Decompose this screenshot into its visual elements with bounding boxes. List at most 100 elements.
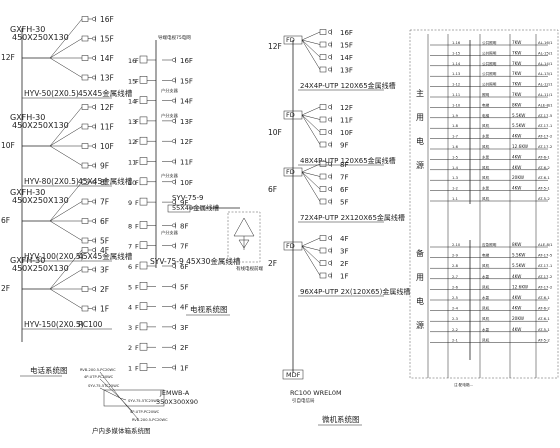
schedule-row-circuit: ALE-8/1 [538, 102, 553, 107]
telephone-outlet-box [81, 143, 89, 149]
tv-floor-box [139, 55, 148, 64]
schedule-row-kw: 7KW [512, 50, 521, 55]
outlet-circle [172, 179, 176, 184]
schedule-row-circuit: AT-17-2 [538, 144, 553, 149]
schedule-row-name: 应急照明 [482, 242, 497, 247]
data-drop [301, 114, 321, 133]
telephone-cable-label: HYV-100(2X0.5) [24, 252, 84, 261]
telephone-outlet-box [81, 237, 89, 244]
schedule-row-circuit: AT-17-2 [538, 284, 553, 289]
tv-outlet-icon [172, 97, 176, 104]
outlet-circle [328, 187, 332, 191]
schedule-row-name: 照明 [482, 92, 490, 97]
tv-floor-box [139, 136, 148, 145]
telephone-floor-label: 6F [1, 216, 10, 225]
tv-floor-letter: F [135, 179, 139, 187]
data-outlet-icon [328, 41, 332, 48]
outlet-circle [172, 58, 176, 62]
data-outlet-box [319, 173, 327, 180]
telephone-cable-label: HYV-50(2X0.5) [24, 89, 79, 98]
tv-floor-box [139, 363, 148, 371]
telephone-drop [49, 38, 83, 59]
telephone-box-code: GXFH-30 [10, 188, 45, 197]
outlet-circle [92, 306, 96, 311]
outlet-circle [328, 117, 332, 122]
household-cable-label: RVB-2X0.5-PC20WC [80, 368, 116, 372]
schedule-row-id: 2-9 [452, 254, 459, 258]
data-outlet-icon [328, 235, 332, 241]
tv-splitter-label: 户分支器 [161, 87, 179, 94]
tv-floor-number: 5 [128, 283, 132, 291]
tv-antenna-note: 有线电视前端 [236, 265, 263, 272]
schedule-row-kw: 4KW [512, 165, 521, 170]
household-cable-label: 4P-UTP-PC20WC [130, 410, 160, 414]
data-outlet-floor: 4F [340, 235, 348, 243]
tv-outlet-floor: 9F [180, 199, 188, 207]
tv-outlet-floor: 15F [180, 77, 193, 85]
schedule-row-circuit: AT-17-2 [538, 274, 553, 279]
telephone-drop [49, 126, 83, 147]
schedule-row-name: 水泵 [482, 274, 490, 279]
data-outlet-icon [328, 104, 332, 110]
outlet-circle [328, 199, 332, 204]
tv-floor-number: 14 [128, 98, 136, 106]
outlet-circle [172, 119, 176, 123]
schedule-row-circuit: AT-6-2 [538, 306, 550, 311]
schedule-row-kw: 8KW [512, 242, 521, 247]
schedule-row-name: 电梯 [482, 102, 490, 107]
telephone-pipe-label: 45X45金属线槽 [78, 88, 133, 98]
tv-outlet-icon [172, 263, 176, 269]
tv-outlet-icon [172, 117, 176, 124]
telephone-outlet-box [81, 198, 89, 205]
telephone-outlet-icon [92, 179, 96, 185]
data-outlet-box [319, 116, 327, 123]
data-drop [301, 39, 321, 45]
tv-floor-box [139, 302, 148, 310]
telephone-outlet-floor: 7F [100, 198, 109, 207]
tv-floor-letter: F [135, 138, 139, 146]
data-outlet-floor: 14F [340, 54, 353, 62]
tv-outlet-floor: 7F [180, 243, 188, 251]
outlet-circle [92, 267, 96, 272]
schedule-row-id: 2-6 [452, 285, 459, 289]
tv-floor-number: 13 [128, 118, 136, 126]
data-floor-label: 6F [268, 185, 277, 194]
telephone-title: 电话系统图 [30, 365, 68, 375]
data-outlet-icon [328, 186, 332, 192]
data-outlet-floor: 1F [340, 273, 348, 281]
tv-floor-letter: F [135, 159, 139, 167]
tv-floor-number: 2 [128, 344, 132, 352]
outlet-circle [92, 75, 96, 80]
outlet-circle [172, 159, 176, 164]
schedule-backup-label: 备 [416, 248, 424, 258]
telephone-outlet-box [81, 266, 89, 273]
data-outlet-icon [328, 247, 332, 254]
telephone-outlet-floor: 11F [100, 123, 114, 132]
telephone-outlet-icon [92, 266, 96, 273]
outlet-circle [92, 144, 96, 148]
data-fd-label: FD [286, 168, 295, 176]
data-outlet-floor: 15F [340, 42, 353, 50]
data-cable-label: 96X4P-UTP 2X(120X65)金属线槽 [300, 287, 410, 296]
data-outlet-icon [328, 141, 332, 148]
tv-floor-number: 16 [128, 57, 136, 65]
telephone-drop [49, 269, 83, 290]
tv-bottom-label: SYV-75-9 45X30金属线槽 [150, 256, 241, 266]
telephone-outlet-box [81, 55, 89, 61]
tv-splitter-label: 户分支器 [161, 172, 179, 179]
schedule-row-kw: 8KW [512, 102, 521, 107]
outlet-circle [172, 345, 176, 350]
tv-floor-number: 4 [128, 304, 132, 312]
schedule-row-name: 风机 [482, 337, 490, 342]
data-outlet-box [319, 247, 327, 254]
schedule-row-id: 1-4 [452, 166, 459, 170]
data-drop [301, 31, 321, 41]
schedule-row-circuit: ALE-8/1 [538, 242, 553, 247]
schedule-row-circuit: AL-13/1 [538, 71, 553, 76]
outlet-circle [328, 273, 332, 278]
outlet-circle [92, 36, 96, 41]
tv-outlet-icon [172, 158, 176, 165]
tv-outlet-floor: 10F [180, 179, 193, 187]
outlet-circle [92, 219, 96, 223]
outlet-circle [328, 105, 332, 109]
